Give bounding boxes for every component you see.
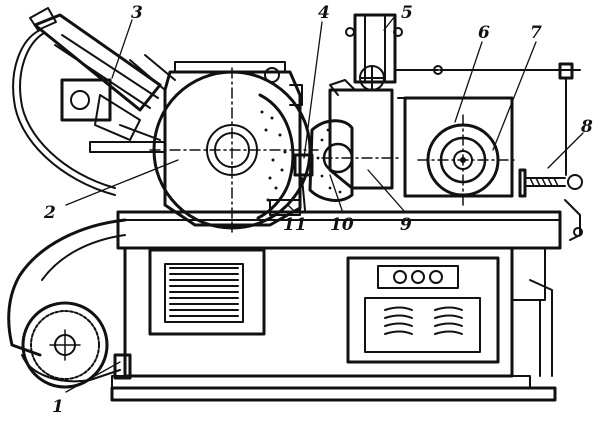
adjust-knob-icon [264, 67, 280, 83]
leader-2 [65, 159, 179, 206]
callout-2: 2 [43, 203, 56, 223]
leader-3 [111, 19, 133, 79]
drive-housing [397, 96, 516, 206]
leader-6 [454, 41, 483, 123]
leader-4 [303, 21, 323, 159]
callout-9: 9 [400, 215, 412, 235]
machine-bed [123, 246, 553, 378]
callout-labels: 1 2 3 4 5 6 7 8 9 10 11 [43, 3, 593, 417]
callout-11: 11 [283, 215, 307, 235]
indicator-lamp-3 [429, 270, 443, 284]
leader-5 [383, 15, 396, 31]
callout-4: 4 [318, 3, 330, 23]
grinding-wheel-head [149, 61, 319, 233]
work-rest-blade [269, 153, 314, 216]
leader-11 [287, 204, 297, 214]
left-access-panel [148, 248, 266, 336]
indicator-lamp-2 [411, 270, 425, 284]
leader-1 [65, 361, 121, 393]
callout-10: 10 [330, 215, 354, 235]
callout-5: 5 [401, 3, 413, 23]
machine-base [110, 375, 557, 402]
leader-8 [547, 132, 584, 169]
leader-lines [65, 15, 584, 393]
regulating-wheel-head [321, 13, 443, 190]
head-swivel-unit [353, 13, 397, 84]
feed-screw [439, 62, 583, 241]
leader-7 [492, 41, 537, 151]
dressing-wheel [21, 301, 109, 389]
leader-10 [329, 174, 344, 214]
indicator-lamp-1 [393, 270, 407, 284]
control-panel [346, 256, 500, 364]
drive-pulley [417, 114, 516, 206]
left-guard-hood [7, 29, 132, 389]
leader-9 [367, 169, 406, 213]
wheel-dressing-device [29, 7, 176, 141]
callout-7: 7 [530, 23, 542, 43]
callout-8: 8 [580, 117, 593, 137]
callout-1: 1 [52, 397, 64, 417]
callout-3: 3 [131, 3, 143, 23]
callout-6: 6 [478, 23, 490, 43]
vent-louvres [169, 267, 239, 317]
